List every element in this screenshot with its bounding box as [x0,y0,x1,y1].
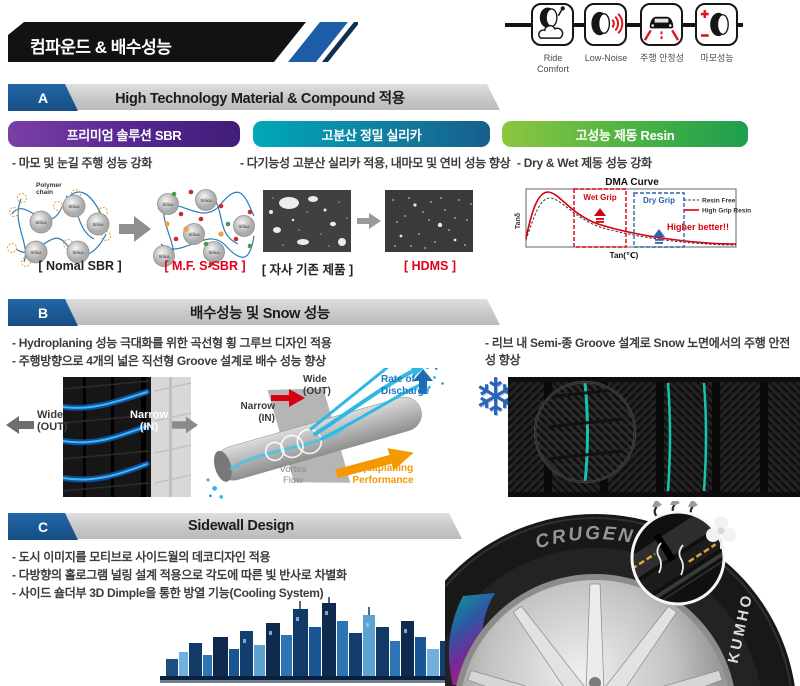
svg-text:Dry Grip: Dry Grip [643,196,675,205]
water-flow-diagram [206,368,444,499]
svg-text:Silica: Silica [189,232,201,237]
ride-comfort-icon [531,3,574,46]
resin-bullet: - Dry & Wet 제동 성능 강화 [517,156,652,170]
snow-tread-image [508,377,800,497]
svg-text:Silica: Silica [159,254,171,259]
silica-before-image [263,190,351,252]
svg-text:Silica: Silica [31,250,43,255]
svg-text:Silica: Silica [209,250,221,255]
pill-premium-solution-sbr: 프리미엄 솔루션 SBR [8,121,240,147]
section-c-title: Sidewall Design [188,518,294,534]
pill-high-performance-resin: 고성능 제동 Resin [502,121,748,147]
svg-text:Silica: Silica [239,224,251,229]
arrow-right-small-icon [172,416,198,434]
dma-curve-chart: DMA Curve Tanδ Tan(℃) Wet Grip Dry Grip … [515,177,751,260]
arrow-right-icon [357,213,381,229]
silica-bullet: - 다기능성 고분산 실리카 적용, 내마모 및 연비 성능 향상 [240,156,511,170]
section-b-tab: B [8,299,78,326]
svg-text:Silica: Silica [69,204,81,209]
page-title: 컴파운드 & 배수성능 [30,38,172,57]
silica-before-caption: [ 자사 기존 제품 ] [261,263,354,277]
sidewall-bullet-2: - 다방향의 홀로그램 널링 설계 적용으로 각도에 따른 빛 반사로 차별화 [12,568,347,582]
narrow-in-flow-label: Narrow (IN) [240,401,275,424]
silica-after-image [385,190,473,252]
narrow-in-label: Narrow (IN) [130,409,168,433]
svg-text:Silica: Silica [36,220,48,225]
title-banner-shape [8,22,358,62]
svg-text:Tanδ: Tanδ [515,213,522,229]
driving-stability-icon [640,3,683,46]
polymer-chain-label: Polymer chain [36,182,62,196]
aquaplaning-label: Aquaplaning Performance [352,463,414,486]
svg-text:Resin Free: Resin Free [702,198,736,205]
wear-performance-icon [695,3,738,46]
svg-text:Higher better!!: Higher better!! [667,222,729,232]
mf-s-sbr-caption: [ M.F. S-SBR ] [164,259,246,273]
feature-label-wear: 마모성능 [700,53,734,63]
arrow-left-icon [6,416,34,434]
low-noise-icon [584,3,627,46]
section-c-tab: C [8,513,78,540]
pill-high-dispersion-silica: 고분산 정밀 실리카 [253,121,490,147]
section-a-tab: A [8,84,78,111]
feature-label-low-noise: Low-Noise [584,53,628,63]
vortex-flow-label: Vortex Flow [279,464,307,486]
fan-icon [706,516,736,549]
wide-out-flow-label: Wide (OUT) [303,374,331,397]
snow-bullet: - 리브 내 Semi-종 Groove 설계로 Snow 노면에서의 주행 안… [485,336,791,367]
drainage-bullet-2: - 주행방향으로 4개의 넓은 직선형 Groove 설계로 배수 성능 향상 [12,354,326,368]
feature-label-stability: 주행 안정성 [640,53,684,63]
svg-text:Wet Grip: Wet Grip [583,193,616,202]
sidewall-bullet-3: - 사이드 숄더부 3D Dimple을 통한 방열 기능(Cooling Sy… [12,586,324,600]
wide-out-label: Wide (OUT) [37,409,68,433]
rate-of-discharge-label: Rate of Discharge [381,374,430,397]
svg-text:Silica: Silica [93,222,105,227]
section-c-bar: Sidewall Design [20,513,462,539]
section-b-title: 배수성능 및 Snow 성능 [190,305,330,322]
tire-sidewall-image: CRUGENHP KUMHO [445,501,795,686]
hdms-caption: [ HDMS ] [403,259,457,273]
svg-text:Silica: Silica [201,198,213,203]
svg-text:Silica: Silica [163,202,175,207]
svg-text:Silica: Silica [73,250,85,255]
sidewall-bullet-1: - 도시 이미지를 모티브로 사이드월의 데코디자인 적용 [12,550,271,564]
city-skyline-image [160,597,482,683]
groove-tread-image [63,377,191,497]
sbr-bullet: - 마모 및 눈길 주행 성능 강화 [12,156,153,170]
drainage-bullet-1: - Hydroplaning 성능 극대화를 위한 곡선형 횡 그루브 디자인 … [12,336,332,350]
normal-sbr-caption: [ Nomal SBR ] [38,259,122,273]
section-b-bar: 배수성능 및 Snow 성능 [20,299,500,325]
section-a-bar: High Technology Material & Compound 적용 [20,84,500,110]
section-a-title: High Technology Material & Compound 적용 [115,90,405,107]
svg-text:Tan(℃): Tan(℃) [610,251,639,260]
svg-text:DMA Curve: DMA Curve [605,177,659,188]
svg-text:High Grip Resin: High Grip Resin [702,208,751,215]
